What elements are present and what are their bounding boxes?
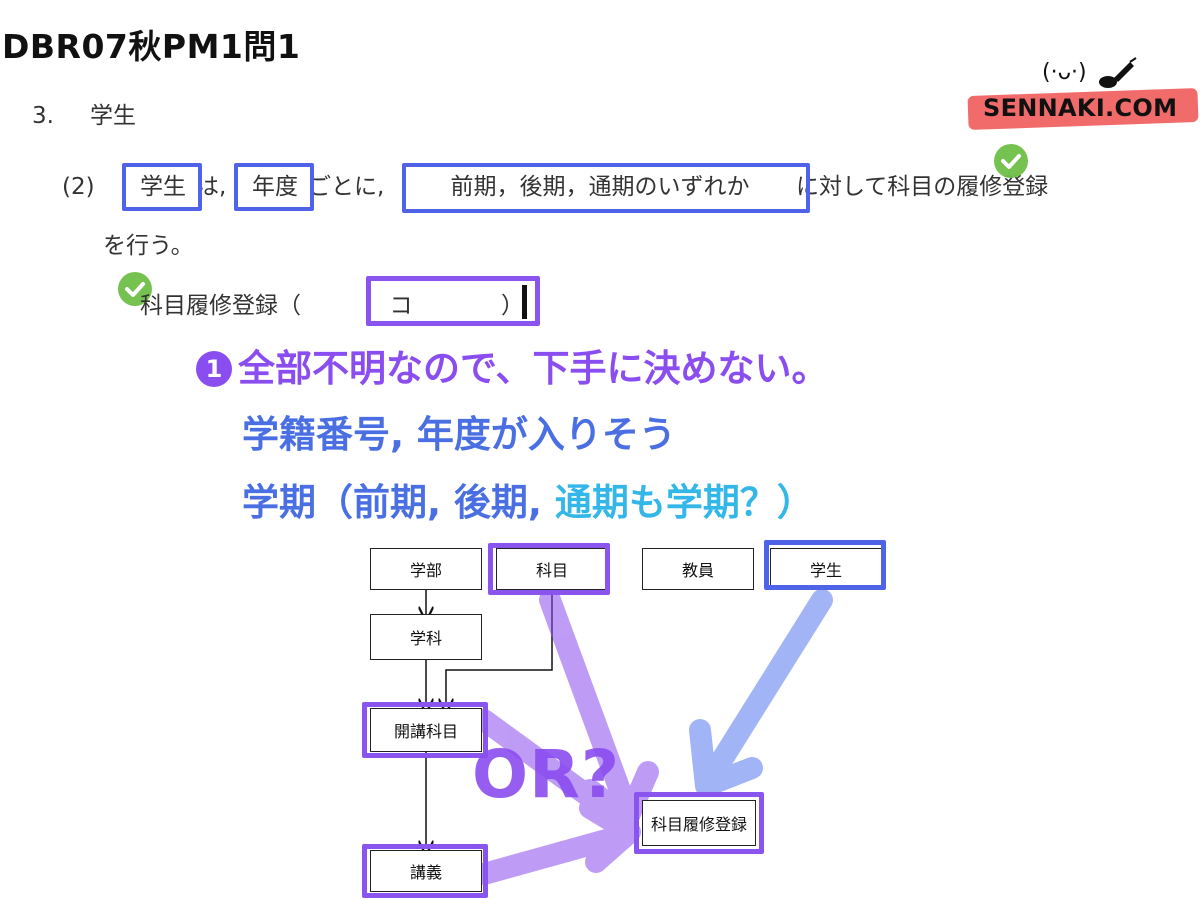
arrow-gakusei-rishu bbox=[697, 589, 833, 793]
note-line-3: 学期（前期, 後期, 通期も学期？） bbox=[242, 472, 814, 526]
note-text-1: 全部不明なので、下手に決めない。 bbox=[238, 347, 829, 390]
highlight-frame-gakusei bbox=[764, 540, 886, 590]
site-logo[interactable]: SENNAKI.COM bbox=[983, 94, 1178, 122]
term-semester: 前期，後期，通期のいずれか bbox=[450, 174, 750, 200]
registration-label: 科目履修登録（ bbox=[140, 293, 301, 319]
registration-blank: コ bbox=[389, 293, 413, 319]
highlight-frame-kaiko bbox=[362, 702, 488, 758]
paragraph-line-1: (2)学生は,年度ごとに,前期，後期，通期のいずれかに対して科目の履修登録 bbox=[62, 168, 1048, 206]
text-cursor bbox=[522, 285, 527, 319]
entity-kaiko-kamoku: 開講科目 bbox=[370, 708, 482, 752]
highlight-frame-rishu bbox=[634, 792, 764, 854]
term-year: 年度 bbox=[252, 174, 298, 200]
text-segment: に対して科目の履修登録 bbox=[796, 174, 1049, 200]
highlight-box-year bbox=[234, 163, 314, 211]
or-label: OR? bbox=[472, 736, 621, 813]
entity-gakka: 学科 bbox=[370, 614, 482, 660]
check-icon bbox=[994, 144, 1028, 178]
entity-rishu-toroku: 科目履修登録 bbox=[642, 800, 756, 846]
highlight-frame-kamoku bbox=[488, 543, 610, 595]
section-heading: 3. 学生 bbox=[32, 96, 136, 130]
arrow-kamoku-rishu bbox=[539, 589, 639, 823]
note-line-2: 学籍番号, 年度が入りそう bbox=[242, 413, 676, 456]
note-text-3b: 通期も学期？） bbox=[554, 481, 814, 524]
entity-kamoku: 科目 bbox=[496, 548, 608, 590]
check-icon bbox=[118, 272, 152, 306]
arrowhead-gakusei-rishu bbox=[689, 719, 763, 797]
answer-blank-box bbox=[366, 276, 540, 326]
term-student: 学生 bbox=[140, 174, 186, 200]
paragraph-number: (2) bbox=[62, 174, 95, 200]
brush-icon bbox=[1099, 57, 1137, 88]
paragraph-line-2: を行う。 bbox=[103, 233, 194, 259]
section-number: 3. bbox=[32, 103, 54, 129]
arrowhead-kogi-rishu bbox=[579, 797, 641, 873]
entity-gakusei: 学生 bbox=[770, 548, 882, 590]
text-segment: ごとに, bbox=[308, 174, 385, 200]
page-title: DBR07秋PM1問1 bbox=[2, 27, 301, 66]
note-text-3a: 学期（前期, 後期, bbox=[242, 481, 555, 524]
entity-gakubu: 学部 bbox=[370, 548, 482, 590]
number-badge: 1 bbox=[196, 351, 232, 387]
entity-kogi: 講義 bbox=[370, 850, 482, 892]
highlight-box-student bbox=[122, 163, 202, 211]
registration-close: ） bbox=[501, 293, 524, 319]
highlight-frame-kogi bbox=[362, 844, 488, 898]
highlight-box-semester bbox=[402, 163, 810, 213]
registration-line: 科目履修登録（ コ ） bbox=[140, 286, 524, 320]
section-label: 学生 bbox=[90, 103, 136, 129]
entity-kyoin: 教員 bbox=[642, 548, 754, 590]
logo-face: (·ᴗ·) bbox=[1042, 60, 1087, 85]
